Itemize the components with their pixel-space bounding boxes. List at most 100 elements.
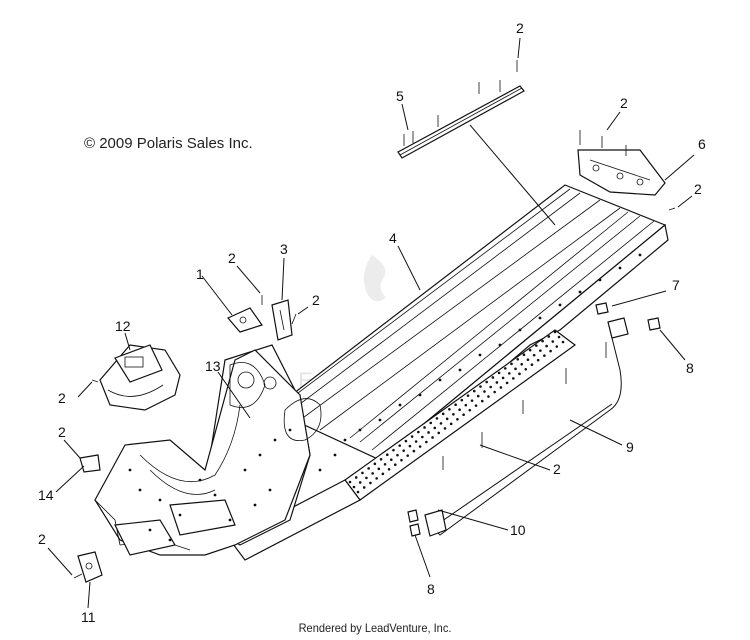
rivet-dot: [618, 266, 622, 270]
perforation-dot: [379, 457, 383, 461]
perforation-dot: [516, 357, 520, 361]
perforation-dot: [418, 445, 422, 448]
perforation-dot: [452, 412, 455, 416]
rivet-dot: [378, 418, 382, 422]
rivet-dot: [598, 278, 602, 282]
callout-c2-11: 2: [38, 531, 46, 547]
bracket-part-12: [99, 344, 181, 411]
callout-c2-3: 2: [312, 292, 320, 308]
perforation-dot: [476, 394, 480, 398]
perforation-dot: [520, 362, 524, 366]
callout-c2-6: 2: [620, 95, 628, 111]
bracket-part-3: [271, 299, 293, 341]
perforation-dot: [373, 462, 377, 466]
perforation-dot: [474, 404, 478, 407]
rivet-dot: [578, 290, 582, 294]
perforation-dot: [406, 454, 409, 457]
perforation-dot: [377, 467, 381, 471]
perforation-dot: [408, 444, 412, 448]
perforation-dot: [369, 481, 372, 485]
leader-lines: [47, 37, 695, 609]
bumper-part-9: [424, 317, 629, 537]
perforation-dot: [417, 430, 420, 434]
rivet-dot: [253, 503, 257, 507]
perforation-dot: [423, 426, 426, 429]
callout-c6: 6: [698, 136, 706, 152]
perforation-dot: [553, 330, 557, 334]
bracket-part-14: [79, 454, 101, 473]
callout-c2-12: 2: [58, 390, 66, 406]
perforation-dot: [456, 417, 459, 421]
rivet-dot: [438, 378, 442, 382]
perforation-dot: [470, 399, 474, 402]
callout-c8-bot: 8: [427, 581, 435, 597]
perforation-dot: [555, 345, 559, 348]
callout-c4: 4: [389, 230, 397, 246]
perforation-dot: [389, 458, 393, 462]
perforation-dot: [551, 340, 555, 343]
perforation-dot: [445, 417, 449, 421]
perforation-dot: [402, 449, 405, 452]
running-board-perforations: [348, 330, 565, 494]
perforation-dot: [464, 403, 468, 407]
perforation-dot: [508, 372, 511, 375]
callout-labels: 2 5 2 6 2 4 3 1 2 2 7 12 8 13 2 9 2 14 2…: [38, 20, 706, 625]
perforation-dot: [460, 398, 464, 402]
perforation-dot: [485, 380, 488, 384]
perforation-dot: [443, 427, 447, 430]
perforation-dot: [425, 440, 428, 444]
perforation-dot: [512, 377, 515, 380]
perforation-dot: [541, 339, 544, 343]
perforation-dot: [522, 353, 526, 357]
perforation-dot: [472, 389, 476, 393]
perforation-dot: [462, 413, 465, 417]
perforation-dot: [504, 367, 507, 370]
callout-c3: 3: [280, 241, 288, 257]
perforation-dot: [505, 381, 509, 385]
rivet-dot: [268, 488, 272, 492]
perforation-dot: [557, 335, 561, 339]
rivet-dot: [498, 343, 502, 347]
perforation-dot: [429, 421, 433, 425]
callout-c2-1: 2: [228, 250, 236, 266]
perforation-dot: [392, 448, 395, 452]
copyright-notice: © 2009 Polaris Sales Inc.: [84, 135, 253, 152]
perforation-dot: [493, 390, 496, 394]
front-bulkhead: [94, 253, 642, 556]
rivet-dot: [333, 453, 337, 457]
perforation-dot: [400, 458, 403, 462]
perforation-dot: [497, 371, 501, 375]
rivet-dot: [638, 253, 642, 257]
perforation-dot: [387, 467, 391, 471]
callout-c2-14: 2: [58, 424, 66, 440]
perforation-dot: [466, 394, 470, 397]
callout-c9: 9: [626, 439, 634, 455]
callout-c2-right: 2: [694, 181, 702, 197]
perforation-dot: [427, 431, 430, 434]
bulkhead-rivets: [128, 253, 642, 542]
rivet-dot: [168, 538, 172, 542]
perforation-dot: [499, 386, 503, 389]
perforation-dot: [458, 408, 461, 412]
perforation-dot: [448, 407, 451, 411]
perforation-dot: [385, 453, 389, 457]
perforation-dot: [491, 376, 495, 379]
perforation-dot: [561, 340, 565, 344]
rivet-dot: [148, 528, 152, 532]
callout-c1: 1: [196, 266, 204, 282]
callout-c11: 11: [81, 609, 96, 625]
perforation-dot: [393, 463, 397, 467]
perforation-dot: [367, 467, 370, 470]
perforation-dot: [528, 348, 532, 352]
perforation-dot: [479, 385, 482, 388]
perforation-dot: [433, 426, 437, 430]
perforation-dot: [510, 362, 513, 366]
rivet-dot: [318, 468, 322, 472]
rivet-dot: [518, 328, 522, 332]
perforation-dot: [358, 481, 362, 484]
callout-c2-mid: 2: [553, 461, 561, 477]
rivet-dot: [458, 368, 462, 372]
perforation-dot: [449, 422, 453, 426]
perforation-dot: [536, 358, 540, 362]
